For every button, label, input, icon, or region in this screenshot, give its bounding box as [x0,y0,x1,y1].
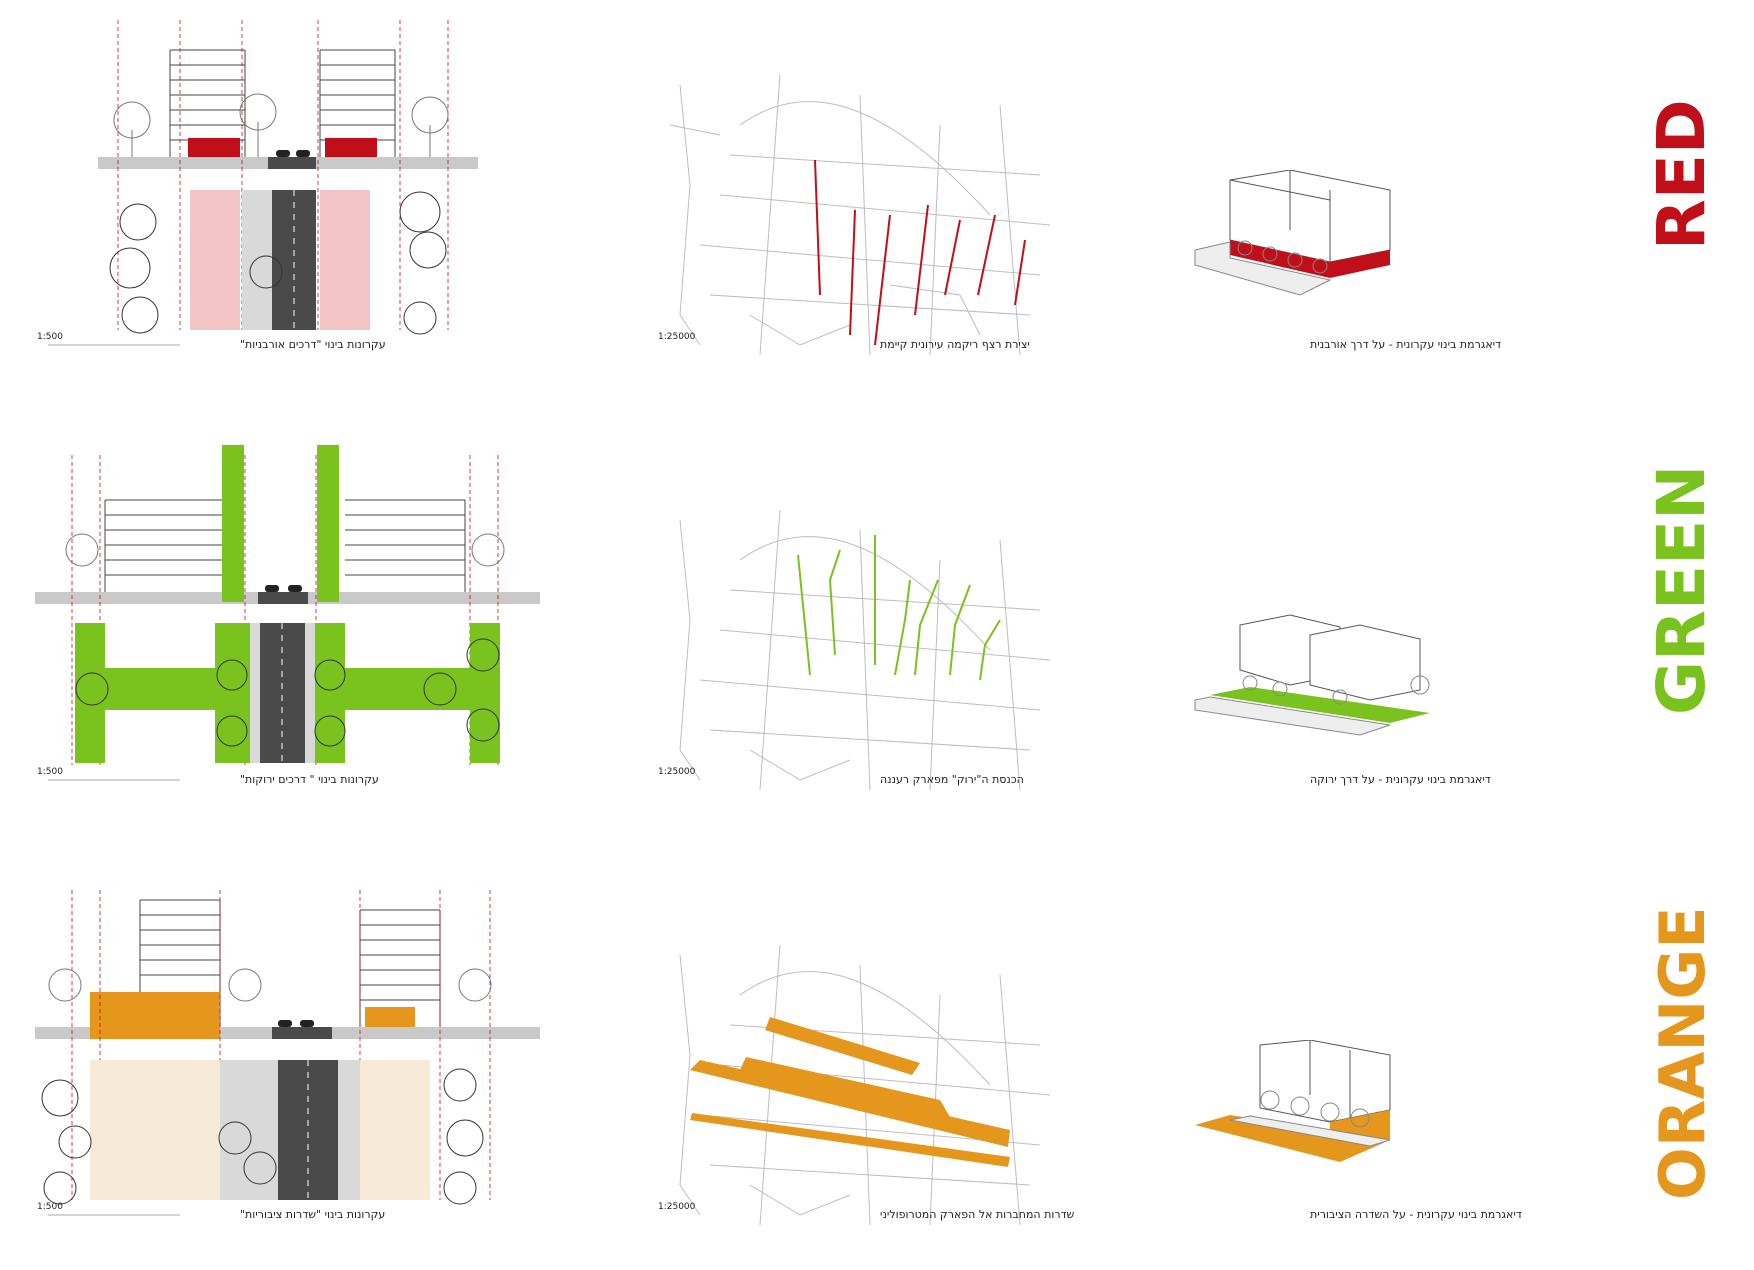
map-caption: הכנסת ה"ירוק" מפארק רעננה [880,773,1024,786]
color-word-green: GREEN [1640,435,1720,835]
map-scale: 1:25000 [658,332,696,342]
section-caption: עקרונות בינוי "שדרות ציבוריות" [240,1208,386,1221]
map-scale: 1:25000 [658,1202,696,1212]
section-scale: 1:500 [37,1202,63,1212]
color-word-text: GREEN [1643,465,1720,715]
iso-caption: דיאגרמת בינוי עקרונית - על דרך אורבנית [1310,338,1502,351]
isometric-diagram [1190,605,1530,755]
color-word-red: RED [1640,0,1720,400]
street-section-drawing [20,0,540,360]
street-section-drawing [20,435,540,795]
isometric-diagram [1190,1040,1530,1190]
row-red: 1:500 עקרונות בינוי "דרכים אורבניות" 1:2… [0,0,1754,400]
street-section-drawing [20,870,540,1230]
color-word-orange: ORANGE [1640,870,1720,1270]
row-orange: 1:500 עקרונות בינוי "שדרות ציבוריות" 1:2… [0,870,1754,1270]
color-word-text: RED [1643,99,1720,250]
map-caption: שדרות המחברות אל הפארק המטרופוליני [880,1208,1075,1221]
color-word-text: ORANGE [1646,906,1719,1200]
isometric-diagram [1190,170,1530,320]
site-map [660,65,1060,365]
row-green: 1:500 עקרונות בינוי " דרכים ירוקות" 1:25… [0,435,1754,835]
map-caption: יצירת רצף ריקמה עירונית קיימת [880,338,1030,351]
site-map [660,935,1060,1235]
section-caption: עקרונות בינוי " דרכים ירוקות" [240,773,379,786]
iso-caption: דיאגרמת בינוי עקרונית - על השדרה הציבורי… [1310,1208,1522,1221]
section-scale: 1:500 [37,767,63,777]
site-map [660,500,1060,800]
section-caption: עקרונות בינוי "דרכים אורבניות" [240,338,386,351]
iso-caption: דיאגרמת בינוי עקרונית - על דרך ירוקה [1310,773,1491,786]
section-scale: 1:500 [37,332,63,342]
map-scale: 1:25000 [658,767,696,777]
